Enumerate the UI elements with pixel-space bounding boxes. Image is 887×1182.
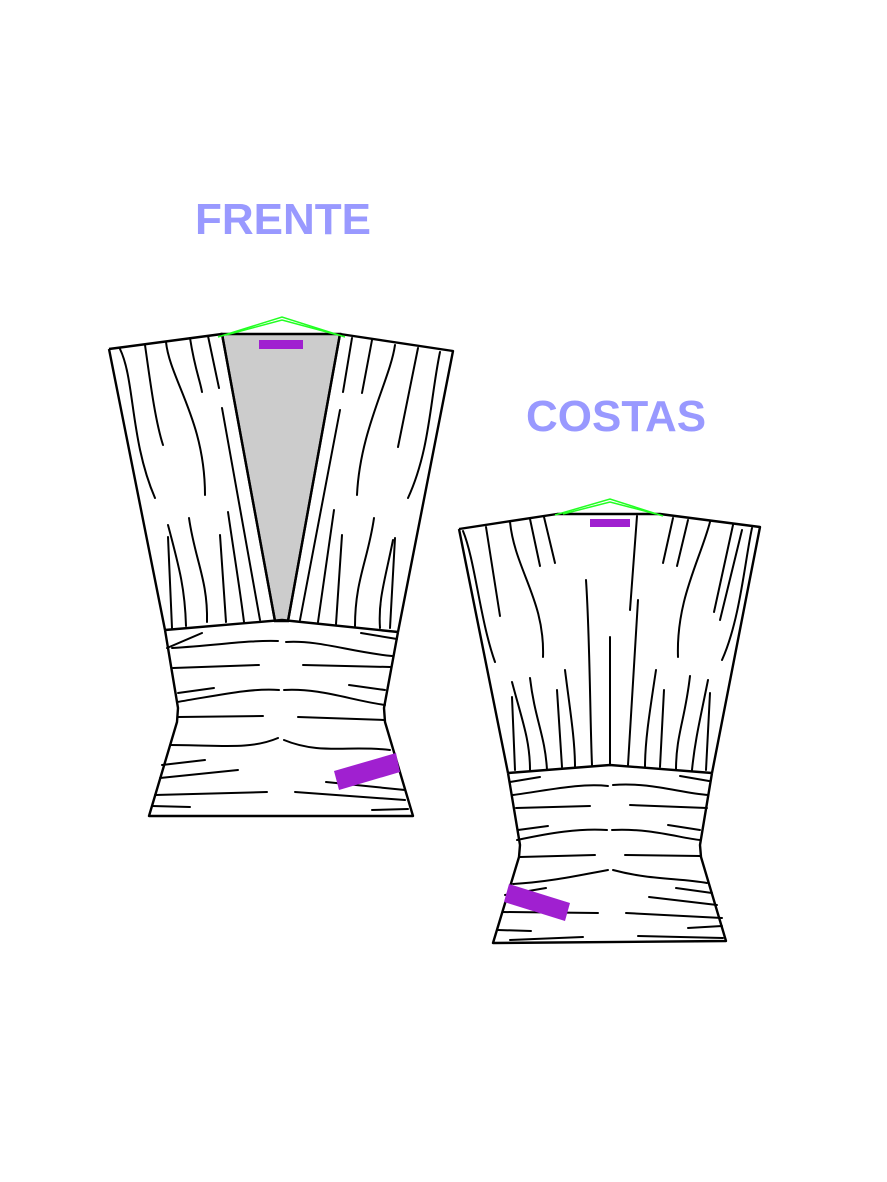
front-fold-lines [119, 335, 441, 811]
back-label: COSTAS [526, 392, 707, 441]
front-bodice-outline [107, 332, 455, 633]
front-piece [107, 316, 455, 818]
back-bodice-outline [457, 512, 762, 774]
back-piece [457, 498, 762, 945]
front-waist-seam [164, 618, 399, 634]
back-neck-marker [590, 519, 630, 527]
back-waist-seam [507, 763, 713, 775]
front-hem-marker [334, 753, 400, 790]
back-band-outline [491, 772, 728, 945]
back-hem-marker [504, 884, 570, 921]
back-neckline-guide [554, 498, 664, 517]
front-label: FRENTE [195, 195, 371, 244]
front-neck-marker [259, 340, 303, 349]
front-neckline-guide [217, 316, 346, 338]
front-band-outline [147, 629, 415, 818]
back-fold-lines [462, 515, 753, 941]
front-v-neck-facing [220, 332, 342, 623]
